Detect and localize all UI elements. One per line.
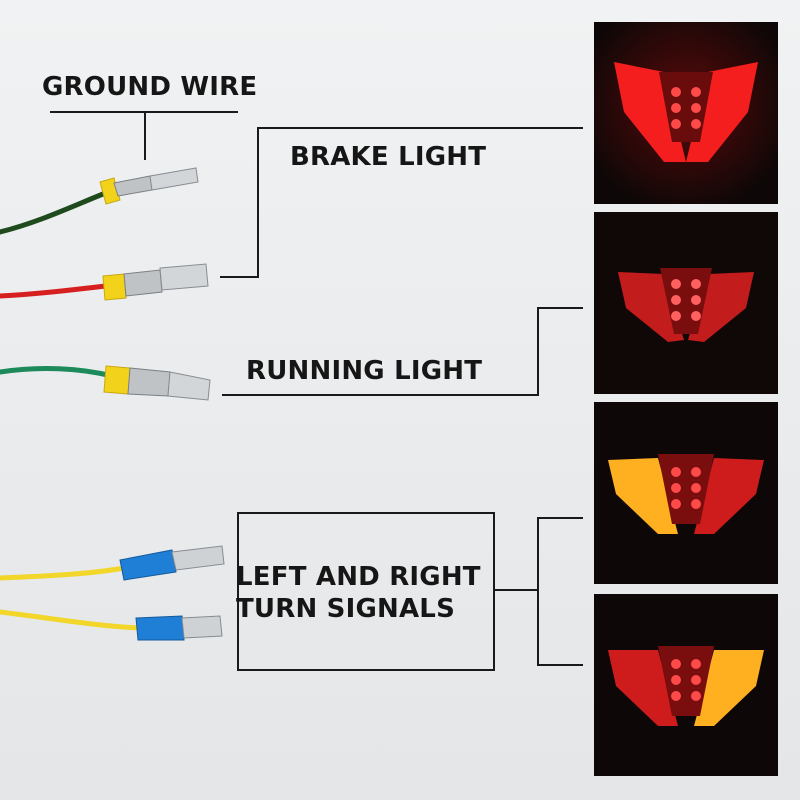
turn-leader-line [494,517,583,666]
ground-wire [0,167,199,235]
brake-light-label: BRAKE LIGHT [290,142,487,172]
turn-signals-label-line1: LEFT AND RIGHT [236,562,481,592]
turn-bracket [237,512,495,671]
turn-signals-label-line2: TURN SIGNALS [236,594,455,624]
taillight-photo-right-turn [594,594,778,776]
ground-leader-line [50,111,238,160]
running-wire [0,365,211,401]
brake-leader-line [220,127,583,278]
brake-wire [0,263,209,301]
taillight-photo-running [594,212,778,394]
ground-wire-label: GROUND WIRE [42,72,258,102]
turn-wire-left [0,545,225,581]
taillight-photo-left-turn [594,402,778,584]
turn-wire-right [0,609,223,641]
running-leader-line [222,307,583,396]
running-light-label: RUNNING LIGHT [246,356,483,386]
taillight-photo-brake [594,22,778,204]
